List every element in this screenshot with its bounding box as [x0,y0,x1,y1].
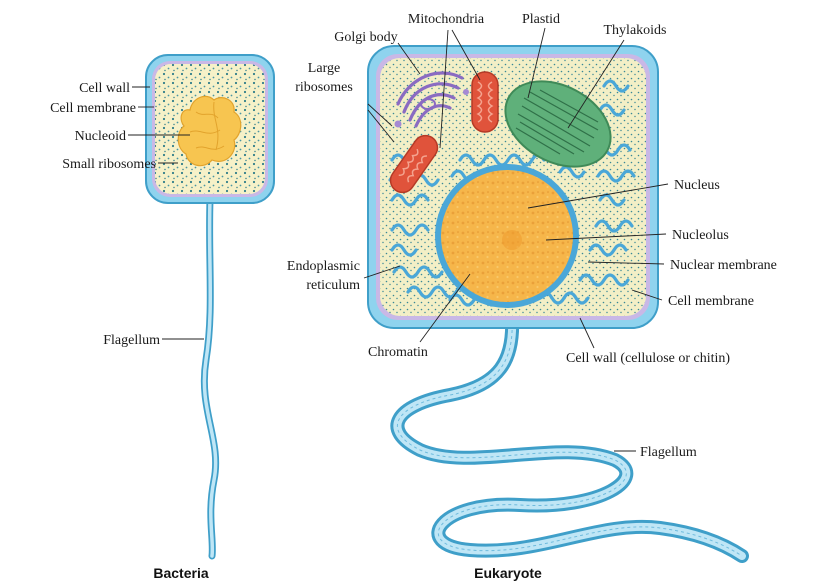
eukaryote-label-thylakoids: Thylakoids [604,23,667,38]
caption-eukaryote: Eukaryote [474,565,542,581]
bacteria-cell [146,55,274,556]
bacteria-label-nucleoid: Nucleoid [75,129,126,144]
bacteria-label-small-ribosomes: Small ribosomes [62,157,156,172]
eukaryote-label-plastid: Plastid [522,12,560,27]
bacteria-label-flagellum: Flagellum [103,333,160,348]
eukaryote-label-er-line1: Endoplasmic [287,259,360,274]
eukaryote-label-large-ribosomes-line2: ribosomes [295,80,353,95]
eukaryote-label-chromatin: Chromatin [368,345,428,360]
eukaryote-label-large-ribosomes-line1: Large [308,61,340,76]
bacteria-label-cell-wall: Cell wall [79,81,130,96]
eukaryote-label-cell-wall: Cell wall (cellulose or chitin) [566,351,730,366]
eukaryote-label-nuclear-membrane: Nuclear membrane [670,258,777,273]
bacteria-label-cell-membrane: Cell membrane [50,101,136,116]
eukaryote-label-nucleus: Nucleus [674,178,720,193]
eukaryote-label-flagellum: Flagellum [640,445,697,460]
caption-bacteria: Bacteria [153,565,208,581]
eukaryote-label-nucleolus: Nucleolus [672,228,729,243]
nucleolus [502,230,522,250]
eukaryote-label-golgi-body: Golgi body [334,30,397,45]
eukaryote-label-cell-membrane: Cell membrane [668,294,754,309]
eukaryote-label-mitochondria: Mitochondria [408,12,485,27]
eukaryote-label-er-line2: reticulum [306,278,360,293]
mitochondrion-top [472,72,498,132]
